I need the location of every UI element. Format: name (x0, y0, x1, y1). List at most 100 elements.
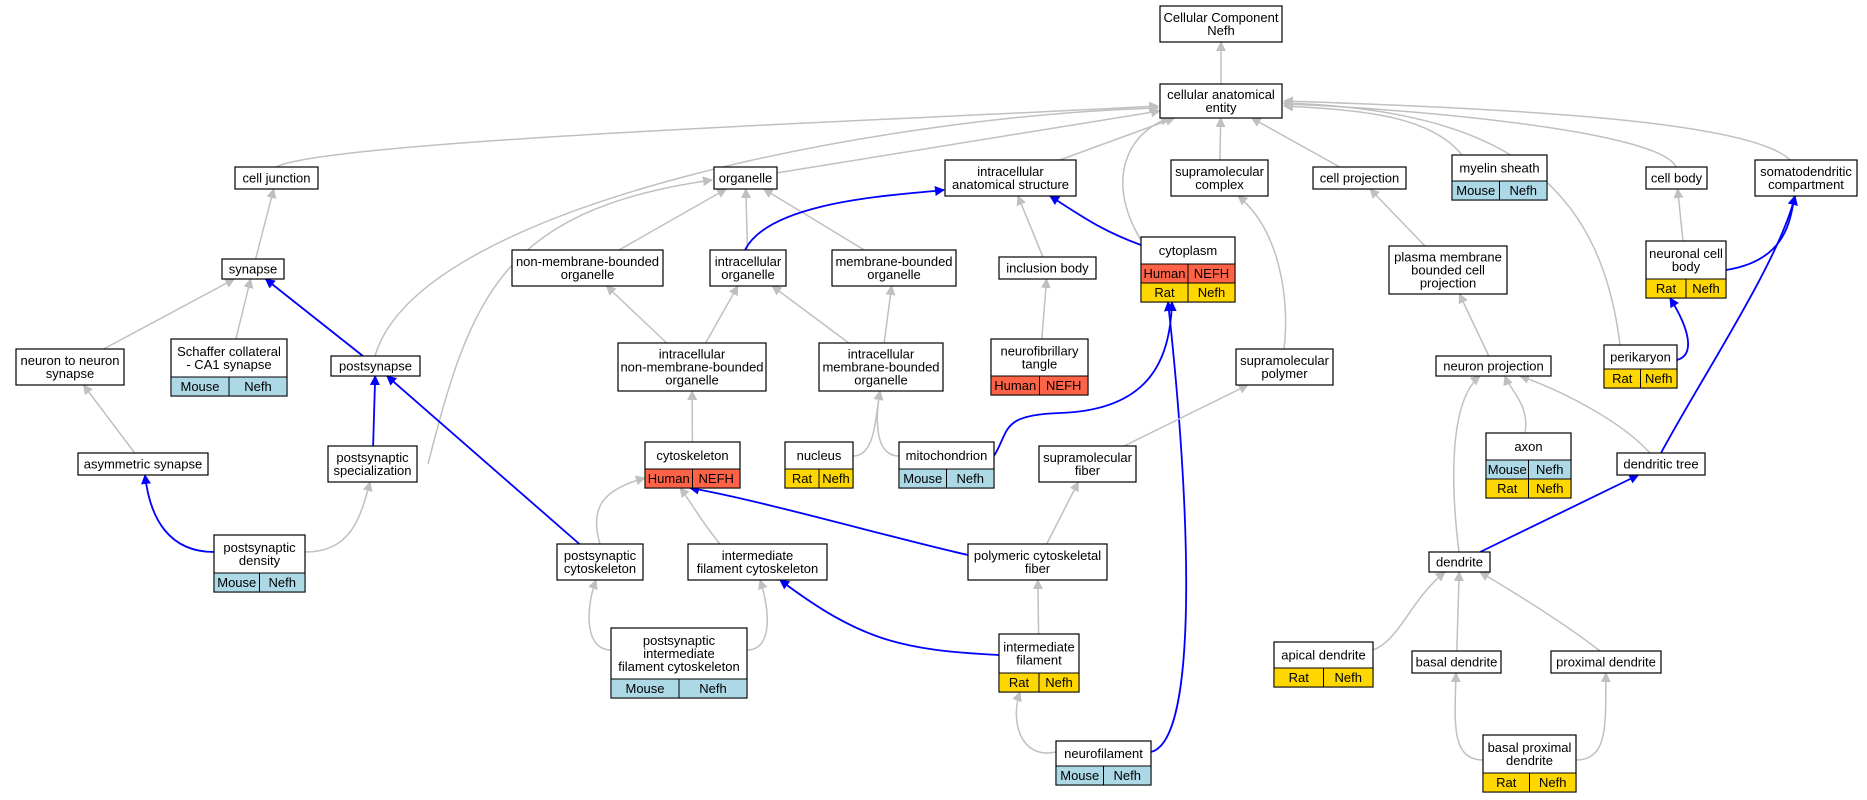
node-label: postsynaptic (336, 450, 409, 465)
node-box (77, 452, 209, 476)
node-neuronproj[interactable]: neuron projection (1435, 355, 1552, 377)
node-label: cell projection (1320, 171, 1400, 186)
annotation-text: Nefh (1536, 462, 1563, 477)
node-organelle[interactable]: organelle (713, 166, 778, 190)
edge-psd-to-pss (304, 481, 373, 553)
edge-if-to-ifc (779, 579, 1000, 656)
node-label: postsynapse (339, 359, 412, 374)
annotation-text: Mouse (217, 575, 256, 590)
node-box (1645, 166, 1708, 190)
node-label: specialization (333, 463, 411, 478)
node-box (1550, 650, 1662, 674)
node-inmbo[interactable]: intracellularnon-membrane-boundedorganel… (617, 342, 767, 392)
node-box (1388, 245, 1508, 295)
edge-n2n-to-synapse (103, 278, 236, 350)
edge-synapse-to-celljunction (254, 188, 277, 260)
node-box (818, 342, 944, 392)
edge-nucleus-to-imbo (852, 390, 884, 457)
node-label: fiber (1025, 561, 1051, 576)
annotation-cell (1640, 368, 1678, 389)
node-label: supramolecular (1240, 353, 1330, 368)
node-label: complex (1195, 177, 1244, 192)
node-label: supramolecular (1043, 450, 1133, 465)
node-label: organelle (719, 171, 773, 186)
node-inclusion[interactable]: inclusion body (998, 256, 1097, 280)
annotation-text: Mouse (625, 681, 664, 696)
edge-psifc-to-pscyto (588, 579, 612, 651)
edge-bpd-to-proximal (1575, 672, 1611, 761)
node-dtree[interactable]: dendritic tree (1616, 452, 1706, 476)
edge-mito-to-cytoplasm (993, 301, 1177, 457)
node-proximal[interactable]: proximal dendrite (1550, 650, 1662, 674)
node-postsynapse[interactable]: postsynapse (330, 355, 421, 377)
node-box (511, 249, 664, 287)
edge-pscyto-to-postsynapse (386, 375, 580, 545)
edge-imbo-to-io (771, 285, 850, 344)
annotation-text: Rat (792, 471, 813, 486)
node-synapse[interactable]: synapse (221, 258, 285, 280)
node-box (1411, 650, 1502, 674)
annotation-text: Mouse (1060, 768, 1099, 783)
node-label: organelle (561, 267, 615, 282)
annotation-text: Nefh (1692, 281, 1719, 296)
annotation-text: Rat (1656, 281, 1677, 296)
annotation-cell (1187, 282, 1236, 303)
node-box (944, 159, 1077, 197)
node-cellbody[interactable]: cell body (1645, 166, 1708, 190)
node-celljunction[interactable]: cell junction (234, 166, 319, 190)
annotation-text: NEFH (1046, 378, 1081, 393)
node-label: polymeric cytoskeletal (974, 548, 1101, 563)
node-asym[interactable]: asymmetric synapse (77, 452, 209, 476)
node-box (330, 355, 421, 377)
node-box (1616, 452, 1706, 476)
edge-if-to-pcf (1032, 579, 1043, 635)
edge-nft-to-inclusion (1040, 278, 1051, 340)
annotation-text: Rat (1612, 371, 1633, 386)
edge-imbo-to-mbo (883, 285, 896, 344)
node-label: non-membrane-bounded (620, 360, 763, 375)
node-basal[interactable]: basal dendrite (1411, 650, 1502, 674)
annotation-text: Rat (1154, 285, 1175, 300)
node-box (713, 166, 778, 190)
node-label: cellular anatomical (1167, 87, 1275, 102)
node-dendrite[interactable]: dendrite (1428, 551, 1491, 573)
node-cellproj[interactable]: cell projection (1312, 166, 1407, 190)
node-box (1170, 159, 1269, 197)
node-label: dendrite (1436, 555, 1483, 570)
